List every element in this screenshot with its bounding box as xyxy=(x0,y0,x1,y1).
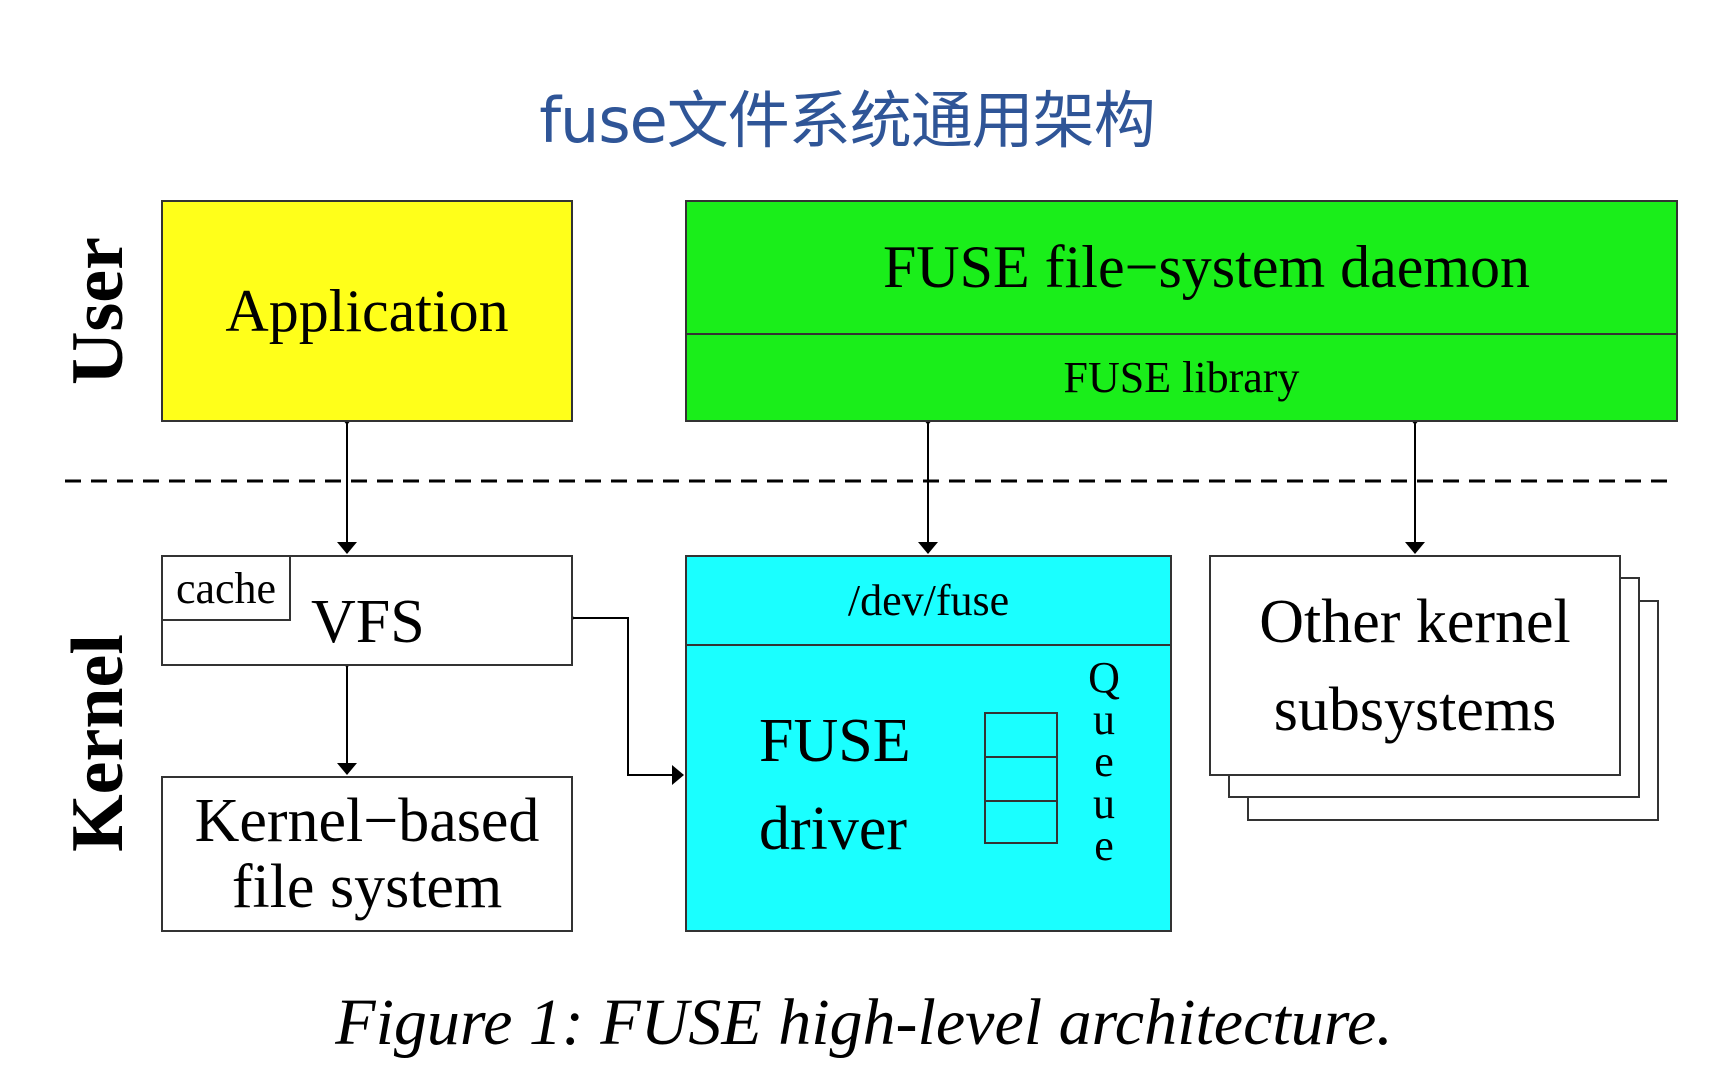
other-line1: Other kernel xyxy=(1259,587,1571,656)
driver-line2: driver xyxy=(759,795,908,863)
daemon-label: FUSE file−system daemon xyxy=(882,234,1531,300)
figure-caption: Figure 1: FUSE high-level architecture. xyxy=(335,986,1393,1059)
queue-slot xyxy=(986,714,1056,758)
queue-slot xyxy=(986,802,1056,844)
slide-title: fuse文件系统通用架构 xyxy=(539,84,1156,157)
dev-fuse-label: /dev/fuse xyxy=(847,576,1010,625)
queue-label: Q u e u e xyxy=(1088,653,1120,870)
cache-box: cache xyxy=(161,555,291,621)
dev-fuse-section: /dev/fuse xyxy=(687,557,1170,646)
arrow-vfs-driver xyxy=(563,608,684,785)
application-box: Application xyxy=(161,200,573,422)
other-subsystems-box: Other kernel subsystems xyxy=(1209,555,1621,776)
vfs-box: cache VFS xyxy=(161,555,573,666)
driver-label: FUSE driver xyxy=(759,697,911,873)
kernel-fs-line2: file system xyxy=(231,853,503,921)
daemon-section: FUSE file−system daemon xyxy=(687,202,1676,335)
queue-slots xyxy=(984,712,1058,844)
cache-label: cache xyxy=(175,563,277,613)
kernel-fs-box: Kernel−based file system xyxy=(161,776,573,932)
queue-slot xyxy=(986,758,1056,802)
fuse-daemon-box: FUSE file−system daemon FUSE library xyxy=(685,200,1678,422)
kernel-fs-line1: Kernel−based xyxy=(194,787,540,855)
fuse-driver-box: /dev/fuse FUSE driver Q u e u e xyxy=(685,555,1172,932)
application-label: Application xyxy=(225,277,509,344)
fuse-library-section: FUSE library xyxy=(687,335,1676,420)
vfs-label: VFS xyxy=(311,588,425,656)
driver-line1: FUSE xyxy=(759,707,911,775)
fuse-library-label: FUSE library xyxy=(1063,353,1300,402)
other-line2: subsystems xyxy=(1273,675,1557,744)
